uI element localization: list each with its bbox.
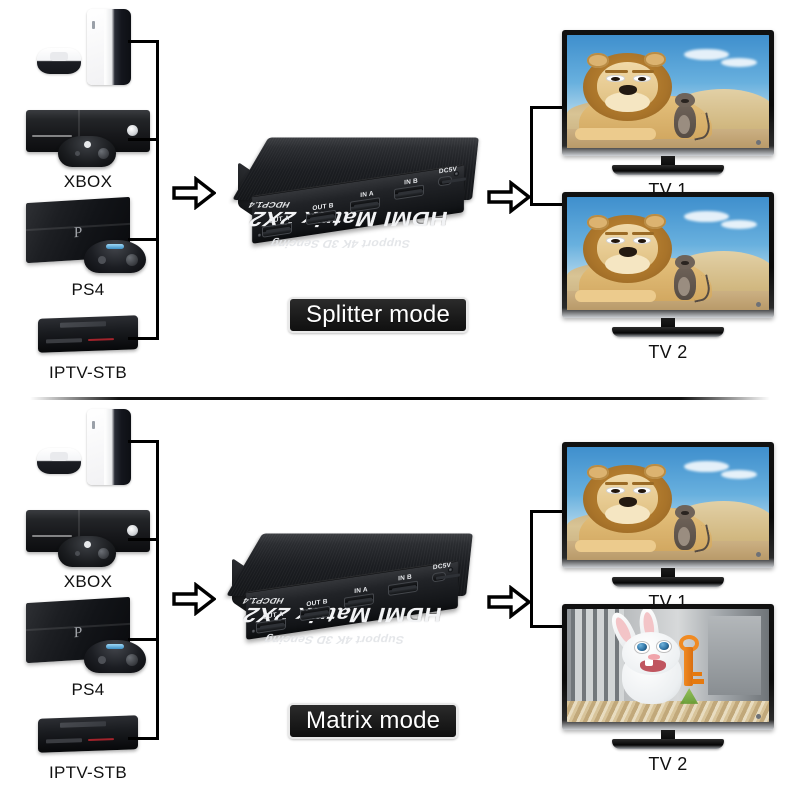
output-tv-2: TV 2 [562,192,774,318]
tv-screen-lion [567,35,769,148]
source-label-iptv-stb: IPTV-STB [18,763,158,783]
output-tv-1: TV 1 [562,442,774,568]
tv-frame [562,192,774,318]
hdmi-matrix-device: Support 4K 3D Sencing HDMI Matrix 2X2 HD… [212,508,480,656]
tv-label-2: TV 2 [562,342,774,363]
arrow-right-icon-output [487,585,531,619]
hdmi-matrix-device: Support 4K 3D Sencing HDMI Matrix 2X2 HD… [218,112,486,260]
tv-frame [562,604,774,730]
output-tv-2: TV 2 [562,604,774,730]
tv-screen-lion [567,447,769,560]
arrow-right-icon-input [172,582,216,616]
mode-chip-label: Splitter mode [306,301,450,329]
matrix-mode-section: XBOX P PS4 IPTV-STB [0,400,800,790]
tv-screen-rabbit [567,609,769,722]
splitter-mode-section: XBOX P PS4 IPTV-STB [0,0,800,390]
input-bracket [128,40,162,340]
mode-chip-splitter: Splitter mode [288,297,468,333]
tv-label-2: TV 2 [562,754,774,775]
output-bracket [530,106,566,206]
tv-screen-lion [567,197,769,310]
arrow-right-icon-output [487,180,531,214]
output-bracket [530,510,566,628]
tv-frame [562,442,774,568]
mode-chip-label: Matrix mode [306,707,440,735]
arrow-right-icon-input [172,176,216,210]
mode-chip-matrix: Matrix mode [288,703,458,739]
tv-frame [562,30,774,156]
source-label-iptv-stb: IPTV-STB [18,363,158,383]
output-tv-1: TV 1 [562,30,774,156]
input-bracket [128,440,162,740]
